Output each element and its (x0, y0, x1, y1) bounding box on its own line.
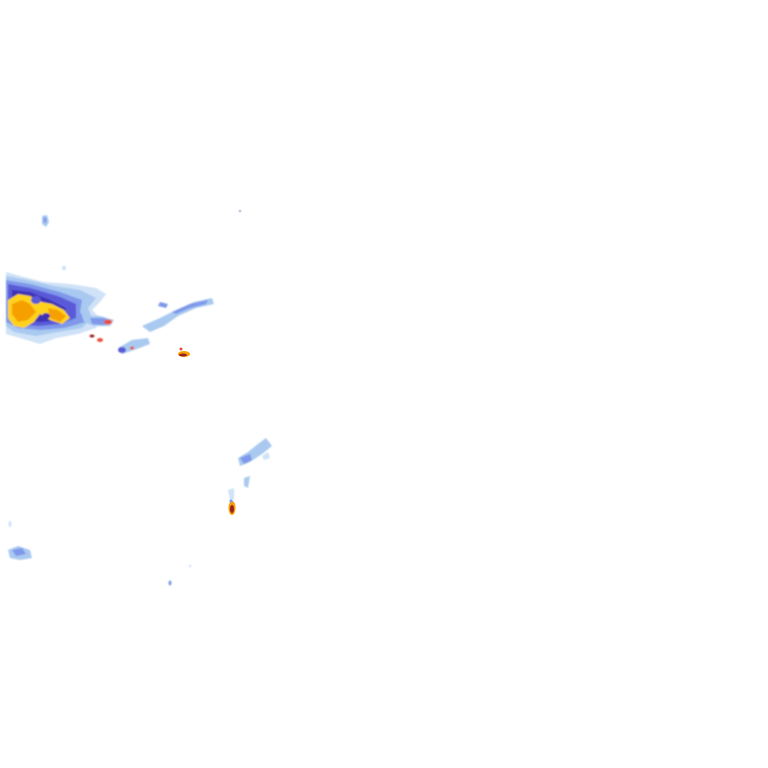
storm-cluster-southwest (8, 521, 192, 586)
echo-hole (31, 296, 41, 304)
band-piece (158, 302, 168, 308)
sw-moderate (12, 548, 26, 556)
storm-cluster-south (228, 438, 272, 500)
sw-trace (8, 521, 12, 527)
cell-top (179, 347, 183, 351)
band-lower-core (118, 347, 126, 353)
tail-core-2 (97, 338, 103, 342)
south-stem (228, 488, 234, 500)
echo-very-intense-2 (48, 308, 66, 322)
echo-dot-2 (239, 210, 241, 212)
band-moderate (172, 300, 208, 314)
south-trace (262, 452, 270, 460)
south-cell-top (229, 499, 233, 503)
storm-cell-south (228, 499, 236, 515)
rain-band-east (118, 298, 214, 354)
isolated-echoes (42, 210, 241, 270)
tail-core (104, 319, 112, 325)
south-streak (244, 476, 250, 488)
echo-very-intense (12, 300, 36, 322)
band-lower-dot (130, 346, 134, 350)
storm-tail (82, 316, 114, 342)
storm-cluster-main (6, 272, 106, 344)
echo-hole-2 (42, 313, 50, 319)
south-cell-core (230, 505, 234, 513)
tail-core-3 (89, 334, 95, 338)
sw-dot (168, 580, 172, 586)
cell-core (179, 353, 187, 357)
storm-cell-small (178, 347, 190, 357)
echo-north-core (43, 217, 47, 223)
sw-dot-2 (188, 565, 192, 567)
south-moderate (240, 454, 252, 464)
echo-dot-1 (62, 266, 66, 270)
